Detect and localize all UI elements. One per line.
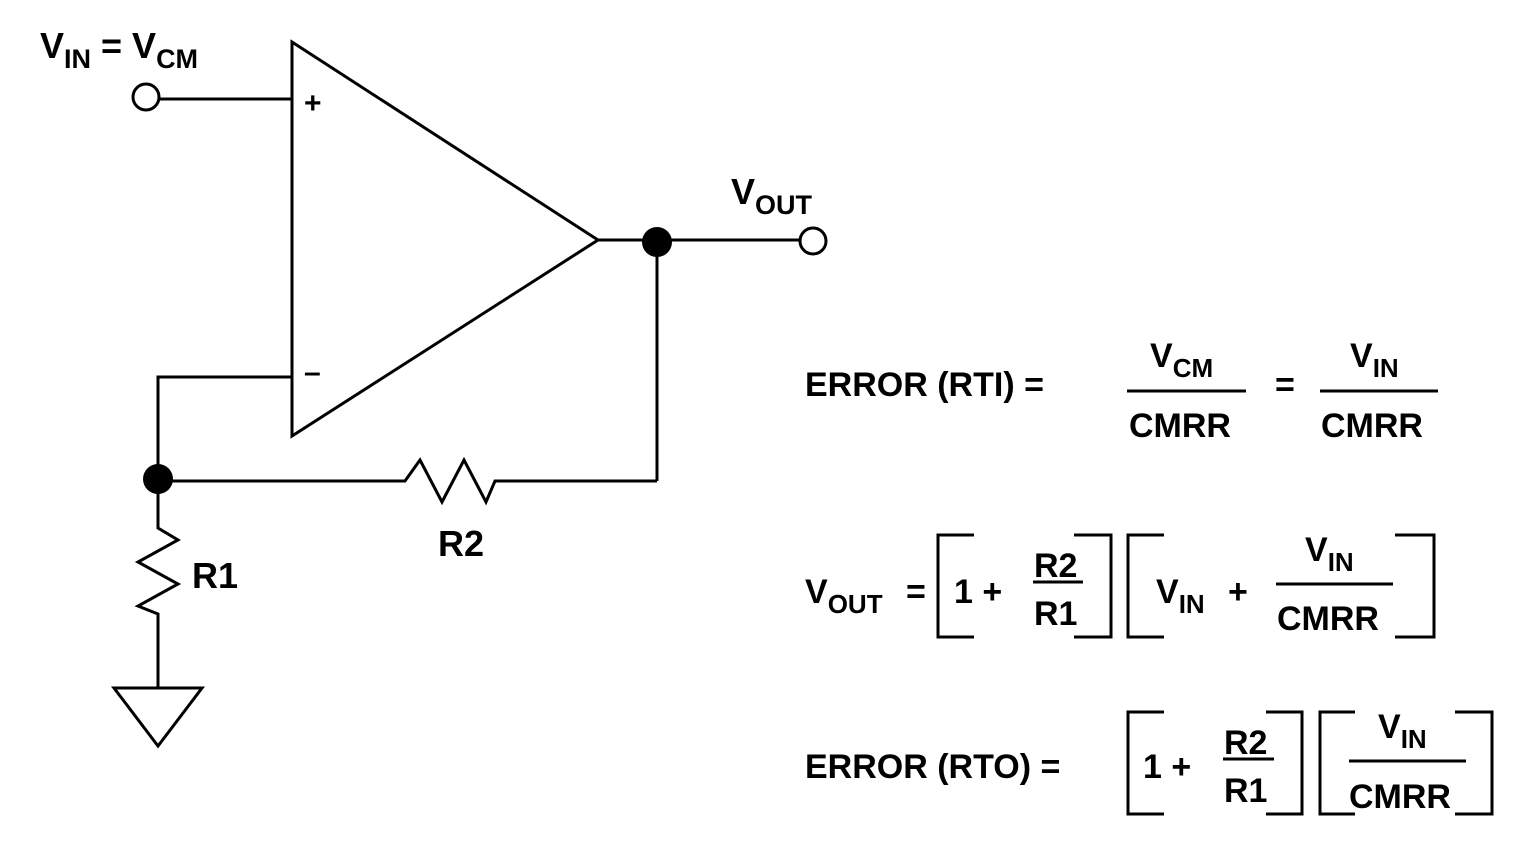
feedback-junction-dot: [143, 464, 173, 494]
vout-bracket-2-left: [1126, 533, 1164, 639]
rti-label: ERROR (RTI) =: [805, 366, 1044, 404]
rti-den1: CMRR: [1129, 407, 1231, 445]
vout-bracket-1-left: [936, 533, 974, 639]
rti-num1: VCM: [1150, 337, 1213, 383]
r2-label: R2: [438, 523, 484, 564]
vout-bracket-2-right: [1395, 533, 1436, 639]
r2-resistor: [158, 456, 657, 506]
op-amp-symbol: [290, 39, 601, 439]
rto-frac-num: VIN: [1378, 708, 1427, 754]
rto-one-plus: 1 +: [1143, 748, 1191, 786]
input-label: VIN = VCM: [40, 25, 198, 74]
r1-label: R1: [192, 555, 238, 596]
vout-frac-num: VIN: [1305, 531, 1354, 577]
inverting-sign: –: [304, 356, 321, 389]
ground-symbol: [110, 686, 206, 749]
output-junction-dot: [642, 227, 672, 257]
rto-bracket-1-right: [1266, 710, 1304, 816]
inverting-input-wire: [156, 375, 292, 481]
rti-den2: CMRR: [1321, 407, 1423, 445]
vout-bracket-1-right: [1074, 533, 1113, 639]
rto-bracket-2-right: [1455, 710, 1494, 816]
vout-frac-den: CMRR: [1277, 600, 1379, 638]
vout-r2: R2: [1034, 547, 1077, 585]
rto-equation: ERROR (RTO) = 1 + R2 R1 VIN CMRR: [805, 708, 1494, 816]
vout-lhs: VOUT: [805, 573, 883, 619]
r1-resistor: [134, 481, 182, 688]
rto-bracket-1-left: [1126, 710, 1164, 816]
rto-label: ERROR (RTO) =: [805, 748, 1060, 786]
vout-equals: =: [906, 573, 926, 611]
rto-r1: R1: [1224, 772, 1267, 810]
rti-equals: =: [1275, 366, 1295, 404]
rti-num2: VIN: [1350, 337, 1399, 383]
input-terminal: [131, 82, 161, 112]
rto-frac-den: CMRR: [1349, 778, 1451, 816]
vout-equation: VOUT = 1 + R2 R1 VIN + VIN CMRR: [805, 531, 1436, 639]
vout-plus: +: [1228, 573, 1248, 611]
rto-bracket-2-left: [1318, 710, 1355, 816]
rto-r2: R2: [1224, 724, 1267, 762]
rti-equation: ERROR (RTI) = VCM CMRR = VIN CMRR: [805, 337, 1438, 445]
vout-vin: VIN: [1156, 573, 1205, 619]
output-terminal: [798, 226, 828, 256]
vout-one-plus: 1 +: [954, 573, 1002, 611]
output-label: VOUT: [731, 171, 813, 220]
vout-r1: R1: [1034, 595, 1077, 633]
noninverting-sign: +: [304, 87, 322, 120]
